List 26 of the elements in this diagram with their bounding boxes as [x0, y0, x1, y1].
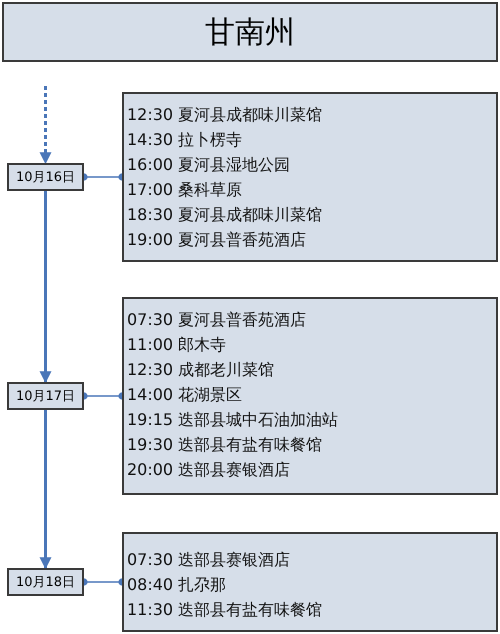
itinerary-entry: 07:30 迭部县赛银酒店 — [127, 550, 290, 570]
itinerary-entry: 20:00 迭部县赛银酒店 — [127, 460, 290, 480]
title-box: 甘南州 — [2, 2, 498, 62]
itinerary-entry: 16:00 夏河县湿地公园 — [127, 155, 290, 175]
itinerary-entry: 07:30 夏河县普香苑酒店 — [127, 310, 306, 330]
itinerary-box — [122, 297, 498, 495]
dashed-arrow — [40, 86, 52, 164]
itinerary-entry: 08:40 扎尕那 — [127, 575, 226, 595]
itinerary-entry: 14:30 拉卜楞寺 — [127, 130, 242, 150]
date-box: 10月18日 — [7, 568, 84, 596]
itinerary-entry: 19:00 夏河县普香苑酒店 — [127, 230, 306, 250]
itinerary-entry: 12:30 夏河县成都味川菜馆 — [127, 105, 322, 125]
date-box: 10月16日 — [7, 163, 84, 191]
itinerary-entry: 14:00 花湖景区 — [127, 385, 242, 405]
itinerary-entry: 11:00 郎木寺 — [127, 335, 226, 355]
itinerary-entry: 12:30 成都老川菜馆 — [127, 360, 274, 380]
arrow — [40, 410, 52, 570]
itinerary-box — [122, 532, 498, 632]
date-box: 10月17日 — [7, 382, 84, 410]
itinerary-entry: 18:30 夏河县成都味川菜馆 — [127, 205, 322, 225]
arrow — [40, 191, 52, 384]
itinerary-entry: 17:00 桑科草原 — [127, 180, 242, 200]
itinerary-entry: 19:30 迭部县有盐有味餐馆 — [127, 435, 322, 455]
itinerary-entry: 19:15 迭部县城中石油加油站 — [127, 410, 338, 430]
itinerary-box — [122, 92, 498, 262]
itinerary-entry: 11:30 迭部县有盐有味餐馆 — [127, 600, 322, 620]
